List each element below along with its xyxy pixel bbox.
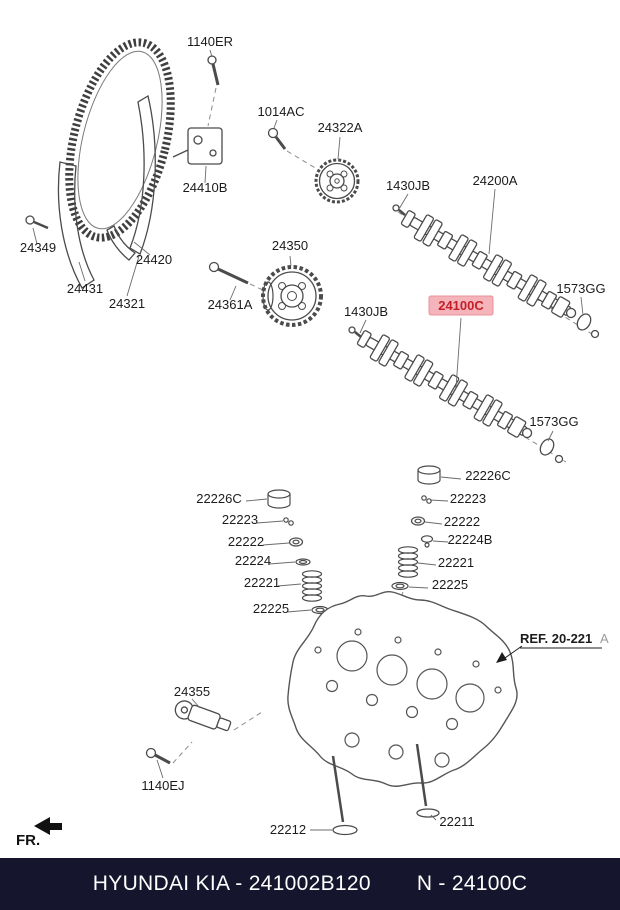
spring-22221-right (397, 546, 419, 578)
part-label-1573gg-lower[interactable]: 1573GG (529, 414, 578, 429)
bolt-1140er (207, 55, 220, 86)
fr-marker: FR. (16, 817, 62, 849)
retainer-22224b-right (420, 535, 434, 548)
chain-guide-24431 (57, 161, 95, 289)
camshaft-24200a (400, 210, 577, 319)
chain-guide-24321 (129, 94, 156, 255)
ref-label[interactable]: REF. 20-221 (520, 631, 592, 646)
part-label-22225-right[interactable]: 22225 (432, 577, 468, 592)
part-label-1140ej[interactable]: 1140EJ (141, 778, 184, 793)
valve-22212 (331, 755, 358, 836)
part-label-24361a[interactable]: 24361A (208, 297, 253, 312)
bolt-24349 (25, 215, 49, 230)
part-label-1014ac[interactable]: 1014AC (258, 104, 305, 119)
part-label-22225-left[interactable]: 22225 (253, 601, 289, 616)
part-label-22226c-right[interactable]: 22226C (465, 468, 511, 483)
retainer-22222-right (410, 516, 426, 526)
valve-train-right (391, 465, 441, 591)
tappet-22226c-right (417, 465, 441, 485)
part-label-24200a[interactable]: 24200A (473, 173, 518, 188)
leader-lines (32, 49, 584, 831)
bolt-1430jb-lower (348, 326, 362, 338)
footer-part-number: HYUNDAI KIA - 241002B120 (92, 872, 371, 895)
part-label-22224-left[interactable]: 22224 (235, 553, 271, 568)
fr-label: FR. (16, 832, 40, 849)
retainer-22222-left (288, 537, 304, 547)
part-label-1140er[interactable]: 1140ER (187, 34, 233, 49)
tappet-22226c-left (267, 489, 291, 509)
part-label-24431[interactable]: 24431 (67, 281, 103, 296)
ref-arrow (496, 645, 602, 663)
sprocket-24322a (314, 158, 360, 204)
part-label-24410b[interactable]: 24410B (183, 180, 228, 195)
keepers-22223-left (283, 517, 294, 526)
part-label-22221-right[interactable]: 22221 (438, 555, 474, 570)
highlight-box (428, 295, 494, 316)
seat-22224-left (295, 558, 311, 566)
part-label-22221-left[interactable]: 22221 (244, 575, 280, 590)
part-label-24349[interactable]: 24349 (20, 240, 56, 255)
tensioner-24410b (172, 127, 223, 165)
keepers-22223-right (421, 495, 432, 504)
timing-chain (65, 38, 175, 242)
chain-guides (57, 94, 156, 289)
part-label-1430jb-lower[interactable]: 1430JB (344, 304, 388, 319)
part-label-24322a[interactable]: 24322A (318, 120, 363, 135)
ref-label-suffix: A (600, 631, 609, 646)
part-label-22222-right[interactable]: 22222 (444, 514, 480, 529)
part-label-22223-left[interactable]: 22223 (222, 512, 258, 527)
bolt-1140ej (145, 747, 171, 765)
part-label-22212[interactable]: 22212 (270, 822, 306, 837)
spring-22221-left (301, 570, 323, 602)
fr-arrow-icon (34, 817, 62, 835)
part-label-24350[interactable]: 24350 (272, 238, 308, 253)
cap-1573gg-upper (576, 313, 600, 339)
footer-catalog-ref: N - 24100C (416, 872, 528, 895)
part-label-24420[interactable]: 24420 (136, 252, 172, 267)
bolt-1430jb-upper (392, 204, 406, 216)
valve-22211 (415, 743, 440, 818)
part-label-24321[interactable]: 24321 (109, 296, 145, 311)
cvvt-24350 (261, 265, 323, 327)
part-label-24100c[interactable]: 24100C (438, 298, 484, 313)
part-label-24355[interactable]: 24355 (174, 684, 210, 699)
seat-22225-right (391, 581, 409, 591)
ocv-24355 (174, 700, 232, 732)
part-label-22224b-right[interactable]: 22224B (448, 532, 493, 547)
part-label-22226c-left[interactable]: 22226C (196, 491, 242, 506)
footer-bar: HYUNDAI KIA - 241002B120 N - 24100C (0, 858, 620, 910)
part-label-22222-left[interactable]: 22222 (228, 534, 264, 549)
bolt-24361a (208, 261, 249, 285)
valve-train-left (267, 489, 329, 615)
cylinder-head (287, 590, 518, 787)
diagram-canvas: FR. 24100C 1140ER 1014AC 24322A 24410B 1… (16, 34, 609, 849)
camshaft-24100c (356, 330, 533, 439)
highlighted-part-24100c[interactable]: 24100C (428, 295, 494, 316)
part-label-22223-right[interactable]: 22223 (450, 491, 486, 506)
part-label-1573gg-upper[interactable]: 1573GG (556, 281, 605, 296)
chain-guide-24420 (106, 225, 136, 261)
part-labels: 1140ER 1014AC 24322A 24410B 1430JB 24200… (20, 34, 609, 837)
part-label-1430jb-upper[interactable]: 1430JB (386, 178, 430, 193)
cap-1573gg-lower (539, 438, 564, 464)
end-caps-1573gg (539, 313, 600, 464)
part-label-22211[interactable]: 22211 (439, 814, 474, 829)
bolt-1014ac (267, 127, 287, 150)
